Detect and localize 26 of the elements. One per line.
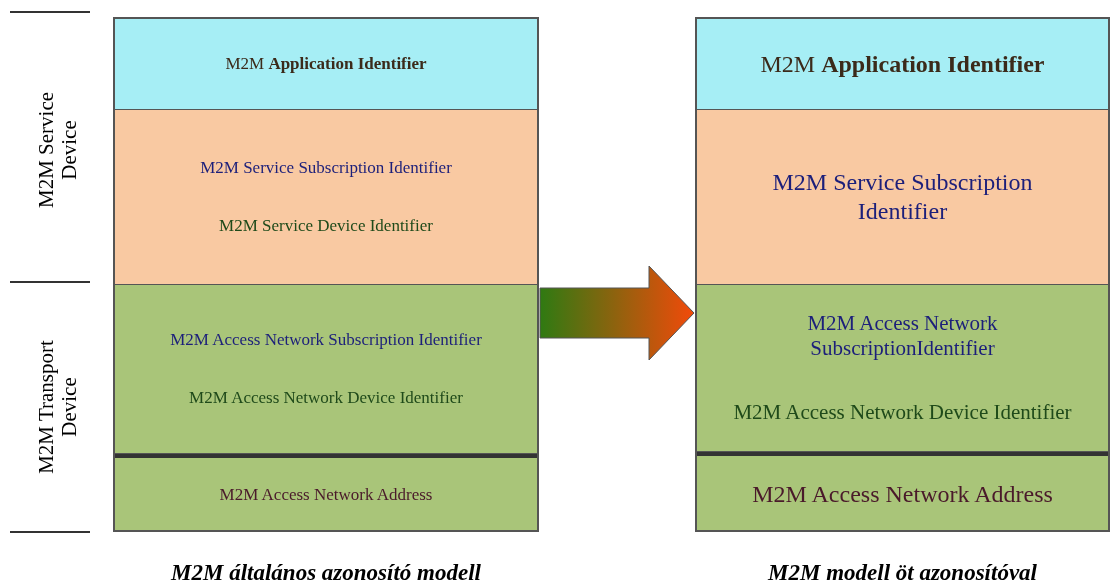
model-caption: M2M modell öt azonosítóval [768, 560, 1037, 585]
identifier-layer-band [115, 19, 537, 110]
identifier-layer-band [115, 285, 537, 454]
layer-group-label: M2M Service Device [34, 90, 82, 211]
identifier-layer-band [697, 19, 1108, 110]
identifier-label: M2M Access Network Device Identifier [732, 399, 1073, 425]
identifier-label: M2M Access Network Address [751, 480, 1054, 509]
identifier-layer-band [697, 110, 1108, 285]
identifier-label: M2M Service Subscription Identifier [771, 168, 1034, 226]
identifier-layer-band [115, 454, 537, 530]
identifier-label: M2M Service Device Identifier [218, 216, 434, 237]
identifier-label: M2M Access Network Device Identifier [188, 388, 464, 409]
identifier-layer-band [697, 452, 1108, 530]
identifier-label: M2M Service Subscription Identifier [199, 157, 453, 178]
layer-group-label: M2M Transport Device [34, 339, 82, 476]
model-caption: M2M általános azonosító modell [171, 560, 481, 585]
identifier-layer-band [115, 110, 537, 285]
identifier-layer-band [697, 285, 1108, 452]
identifier-label: M2M Application Identifier [224, 53, 428, 75]
identifier-stack-panel [113, 17, 539, 532]
identifier-label: M2M Application Identifier [759, 49, 1046, 79]
block-arrow [539, 265, 695, 361]
identifier-label: M2M Access Network Address [218, 485, 434, 506]
identifier-label: M2M Access Network SubscriptionIdentifier [806, 311, 999, 362]
identifier-stack-panel [695, 17, 1110, 532]
identifier-label: M2M Access Network Subscription Identifier [169, 329, 483, 350]
